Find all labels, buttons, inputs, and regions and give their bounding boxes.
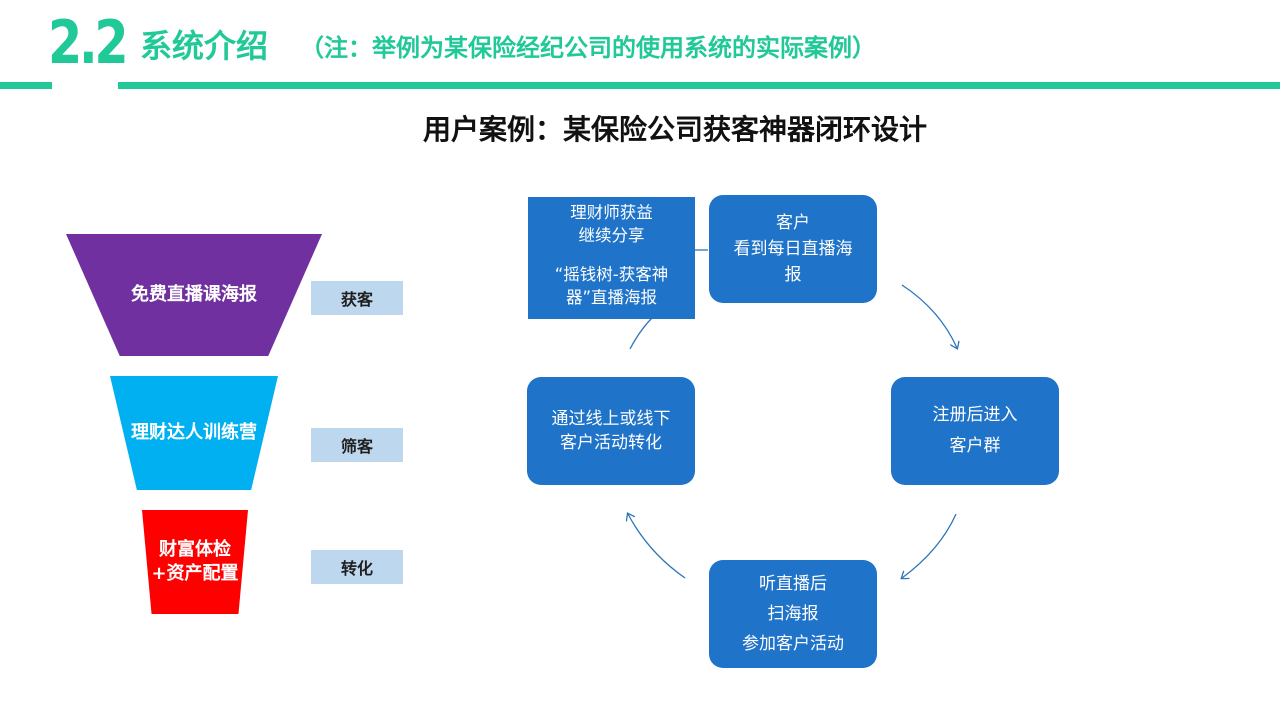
funnel-layer-middle: 理财达人训练营 [110,376,278,490]
section-note: （注：举例为某保险经纪公司的使用系统的实际案例） [300,34,876,62]
cycle-node-see-poster: 客户 看到每日直播海 报 [709,195,877,303]
case-title: 用户案例：某保险公司获客神器闭环设计 [422,113,927,146]
section-title: 系统介绍 [140,27,269,65]
node-text-line: 扫海报 [767,604,819,624]
funnel-layer-label: +资产配置 [151,563,239,584]
funnel-layer-label: 理财达人训练营 [131,422,257,443]
node-text-line: 理财师获益 [570,203,653,222]
header-divider-left [0,82,52,89]
node-text-line: 参加客户活动 [742,634,844,654]
node-text-line: 继续分享 [578,226,645,245]
header-divider-right [118,82,1280,89]
funnel-layer-top: 免费直播课海报 [66,234,322,356]
node-text-line: 客户群 [949,436,1001,456]
funnel-layer-label: 免费直播课海报 [131,284,257,305]
node-text-line: “摇钱树-获客神 [554,265,669,284]
stage-tag-screen: 筛客 [311,428,403,462]
node-text-line: 听直播后 [759,574,827,594]
stage-tag-acquire: 获客 [311,281,403,315]
node-text-line: 客户 [776,213,810,233]
stage-tag-convert: 转化 [311,550,403,584]
arrow-2-to-3 [902,513,957,578]
cycle-node-planner-share: 理财师获益 继续分享 “摇钱树-获客神 器”直播海报 [528,197,695,319]
arrow-4-to-5 [629,317,653,350]
node-text-line: 器”直播海报 [565,288,658,307]
cycle-node-attend-activity: 听直播后 扫海报 参加客户活动 [709,560,877,668]
arrow-3-to-4 [628,514,686,579]
section-number: 2.2 [48,8,129,78]
funnel-layer-label: 财富体检 [159,539,231,560]
funnel-layer-bottom: 财富体检 +资产配置 [142,510,248,614]
cycle-node-conversion: 通过线上或线下 客户活动转化 [527,377,695,485]
node-text-line: 通过线上或线下 [551,409,671,429]
cycle-node-join-group: 注册后进入 客户群 [891,377,1059,485]
node-text-line: 看到每日直播海 [733,239,853,259]
node-text-line: 报 [784,265,802,285]
node-text-line: 注册后进入 [932,405,1018,425]
node-text-line: 客户活动转化 [560,433,662,453]
arrow-1-to-2 [901,284,957,348]
